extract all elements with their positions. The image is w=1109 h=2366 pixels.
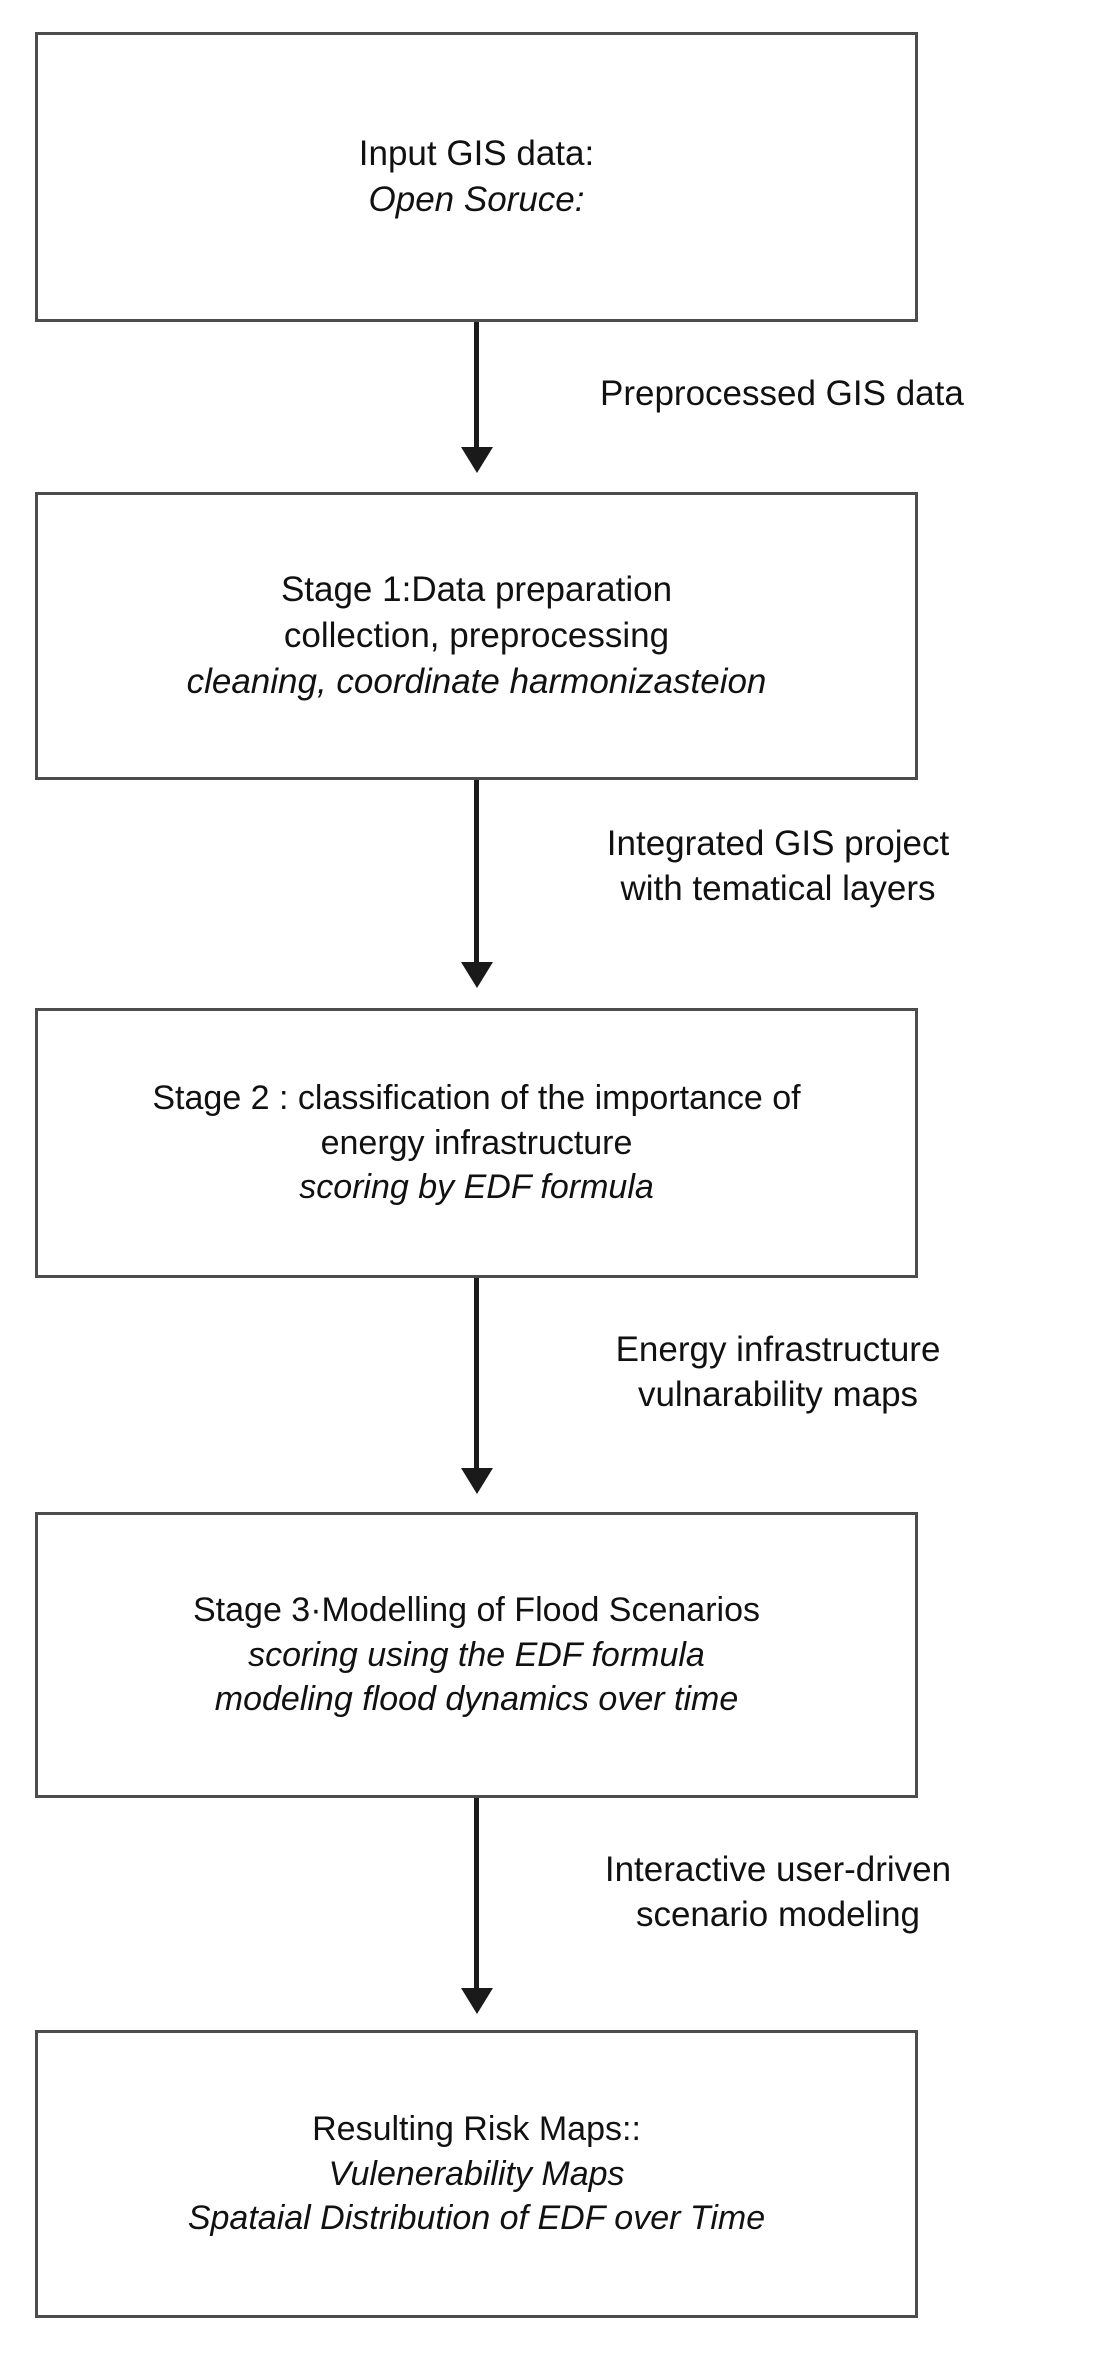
node-results-line-1: Resulting Risk Maps:: (312, 2109, 641, 2148)
node-stage1-data-preparation[interactable]: Stage 1:Data preparation collection, pre… (35, 492, 918, 780)
node-stage1-line-3: cleaning, coordinate harmonizasteion (186, 662, 767, 702)
arrowhead-stage2-to-stage3 (461, 1468, 493, 1494)
connector-stage1-to-stage2 (474, 780, 479, 980)
node-stage2-classification[interactable]: Stage 2 : classification of the importan… (35, 1008, 918, 1278)
node-results-line-2: Vulenerability Maps (328, 2154, 625, 2193)
node-stage2-line-3: scoring by EDF formula (299, 1168, 654, 1207)
arrowhead-stage1-to-stage2 (461, 962, 493, 988)
node-input-line-1: Input GIS data: (358, 133, 595, 173)
connector-stage3-to-results (474, 1798, 479, 2006)
node-stage3-line-1: Stage 3·Modelling of Flood Scenarios (193, 1590, 760, 1629)
node-stage3-line-2: scoring using the EDF formula (248, 1635, 705, 1674)
edge-label-2-line-2: with tematical layers (620, 868, 936, 908)
node-input-gis-data[interactable]: Input GIS data: Open Soruce: (35, 32, 918, 322)
connector-input-to-stage1 (474, 322, 479, 465)
edge-label-interactive-scenario-modeling: Interactive user-driven scenario modelin… (568, 1848, 988, 1938)
edge-label-integrated-gis-project: Integrated GIS project with tematical la… (568, 822, 988, 912)
arrowhead-input-to-stage1 (461, 447, 493, 473)
edge-label-4-line-2: scenario modeling (635, 1894, 921, 1934)
edge-label-energy-infrastructure-vulnerability: Energy infrastructure vulnarability maps (568, 1328, 988, 1418)
node-stage1-line-2: collection, preprocessing (283, 615, 670, 655)
edge-label-preprocessed-gis-data: Preprocessed GIS data (600, 372, 964, 417)
node-stage1-line-1: Stage 1:Data preparation (280, 569, 673, 609)
node-resulting-risk-maps[interactable]: Resulting Risk Maps:: Vulenerability Map… (35, 2030, 918, 2318)
node-stage3-flood-scenarios[interactable]: Stage 3·Modelling of Flood Scenarios sco… (35, 1512, 918, 1798)
node-input-line-2: Open Soruce: (368, 180, 585, 219)
arrowhead-stage3-to-results (461, 1988, 493, 2014)
node-stage2-line-1: Stage 2 : classification of the importan… (152, 1078, 801, 1117)
node-stage3-line-3: modeling flood dynamics over time (214, 1680, 739, 1719)
node-stage2-line-2: energy infrastructure (320, 1123, 633, 1162)
edge-label-2-line-1: Integrated GIS project (606, 824, 950, 863)
node-results-line-3: Spataial Distribution of EDF over Time (187, 2199, 766, 2238)
edge-label-3-line-2: vulnarability maps (637, 1374, 919, 1414)
edge-label-1-line-1: Preprocessed GIS data (600, 374, 964, 413)
edge-label-4-line-1: Interactive user-driven (604, 1850, 952, 1889)
connector-stage2-to-stage3 (474, 1278, 479, 1486)
edge-label-3-line-1: Energy infrastructure (615, 1330, 941, 1369)
